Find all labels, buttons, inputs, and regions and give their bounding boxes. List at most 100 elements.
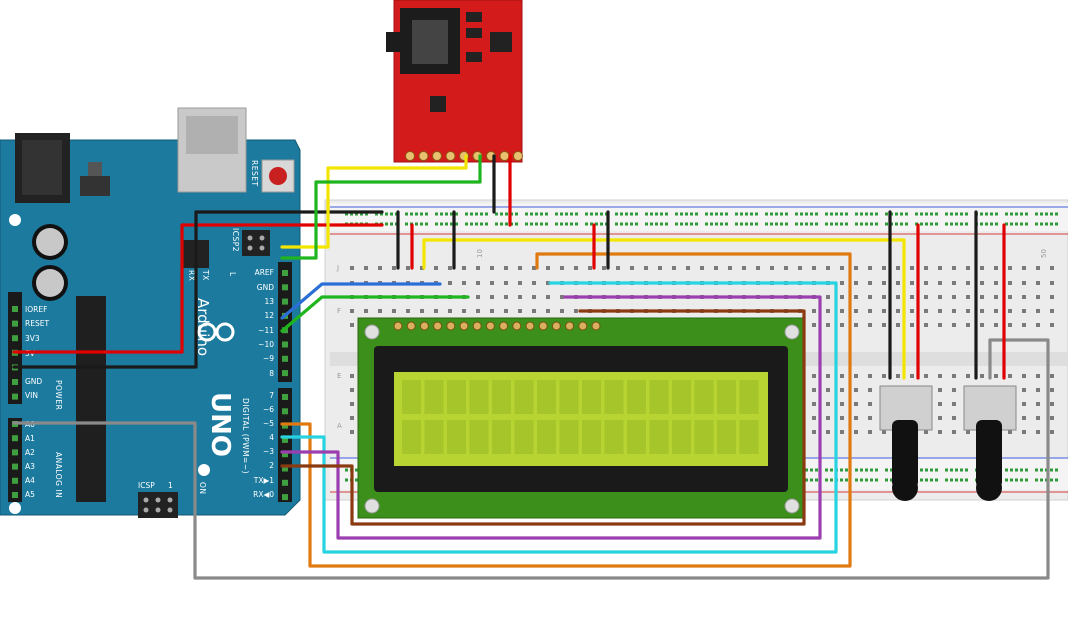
uno-model-text: UNO [205, 392, 235, 457]
breadboard-rail-hole [715, 222, 718, 226]
reset-button[interactable] [261, 159, 295, 193]
breadboard-rail-hole [410, 212, 413, 216]
breadboard-hole [952, 266, 956, 270]
breadboard-rail-hole [915, 212, 918, 216]
breadboard-rail-hole [930, 478, 933, 482]
breadboard-hole [868, 309, 872, 313]
breadboard-hole [840, 295, 844, 299]
breadboard-rail-hole [980, 222, 983, 226]
breadboard-hole [966, 374, 970, 378]
breadboard-rail-hole [870, 212, 873, 216]
breadboard-rail-hole [930, 222, 933, 226]
breadboard-rail-hole [485, 222, 488, 226]
breadboard-rail-hole [830, 468, 833, 472]
breadboard-hole [1008, 309, 1012, 313]
breadboard-hole [882, 266, 886, 270]
breadboard-rail-hole [780, 212, 783, 216]
pin-label-13: 13 [264, 297, 274, 306]
breadboard-hole [1036, 430, 1040, 434]
potentiometer-1[interactable] [879, 385, 933, 501]
breadboard-hole [812, 416, 816, 420]
breadboard-rail-hole [840, 222, 843, 226]
breadboard-rail-hole [945, 222, 948, 226]
wire-green [280, 295, 470, 333]
lcd-pin [578, 321, 588, 331]
pin-label-ioref: IOREF [25, 305, 47, 314]
breadboard-hole [518, 266, 522, 270]
breadboard-hole [1008, 266, 1012, 270]
breadboard-hole [1008, 374, 1012, 378]
breadboard-rail-hole [385, 222, 388, 226]
breadboard-hole [924, 430, 928, 434]
breadboard-rail-hole [935, 222, 938, 226]
breadboard-rail-hole [770, 212, 773, 216]
potentiometer-2[interactable] [963, 385, 1017, 501]
breadboard-rail-hole [825, 468, 828, 472]
breadboard-hole [882, 374, 886, 378]
pin-label-9: ~9 [263, 354, 274, 363]
breadboard-rail-hole [860, 212, 863, 216]
breadboard-hole [896, 374, 900, 378]
breadboard-hole [1050, 416, 1054, 420]
breadboard-hole [952, 374, 956, 378]
tx-label: TX [201, 269, 210, 281]
breadboard-rail-hole [920, 478, 923, 482]
breadboard-hole [966, 266, 970, 270]
breadboard-hole [812, 402, 816, 406]
header-pin [282, 270, 288, 276]
breadboard-rail-hole [495, 222, 498, 226]
breadboard-hole [896, 295, 900, 299]
breadboard-rail-hole [875, 222, 878, 226]
breadboard-rail-hole [810, 468, 813, 472]
breadboard-hole [574, 266, 578, 270]
breadboard-rail-hole [1015, 478, 1018, 482]
breadboard-rail-hole [845, 468, 848, 472]
breadboard-rail-hole [540, 222, 543, 226]
breadboard-hole [938, 295, 942, 299]
breadboard-rail-hole [905, 222, 908, 226]
breadboard-rail-hole [985, 222, 988, 226]
breadboard-rail-hole [900, 222, 903, 226]
lcd-pin [565, 321, 575, 331]
breadboard-hole [1036, 266, 1040, 270]
breadboard-rail-hole [995, 222, 998, 226]
breadboard-rail-hole [865, 222, 868, 226]
breadboard-hole [476, 266, 480, 270]
header-pin [12, 492, 18, 498]
breadboard-hole [910, 309, 914, 313]
breadboard-rail-hole [755, 222, 758, 226]
breadboard-rail-hole [935, 478, 938, 482]
lcd-character-cell [694, 420, 714, 454]
breadboard-rail-hole [1040, 212, 1043, 216]
breadboard-rail-hole [355, 212, 358, 216]
breadboard-hole [560, 295, 564, 299]
breadboard-hole [840, 402, 844, 406]
breadboard-rail-hole [735, 222, 738, 226]
breadboard-rail-hole [495, 212, 498, 216]
breadboard-hole [840, 388, 844, 392]
breadboard-rail-hole [810, 222, 813, 226]
header-pin [282, 465, 288, 472]
header-pin [282, 370, 288, 377]
breadboard-rail-hole [1040, 468, 1043, 472]
breadboard-rail-hole [875, 478, 878, 482]
breadboard-rail-hole [675, 222, 678, 226]
breadboard-rail-hole [425, 212, 428, 216]
breadboard-rail-hole [835, 212, 838, 216]
header-pin [282, 341, 288, 348]
breadboard-rail-hole [345, 468, 348, 472]
breadboard-rail-hole [960, 212, 963, 216]
breadboard-rail-hole [390, 222, 393, 226]
breadboard-hole [910, 374, 914, 378]
breadboard-rail-hole [710, 212, 713, 216]
breadboard-rail-hole [815, 222, 818, 226]
header-pin [12, 393, 18, 400]
breadboard-hole [350, 430, 354, 434]
led-l-label: L [228, 272, 237, 277]
breadboard-rail-hole [1050, 222, 1053, 226]
breadboard-hole [1050, 266, 1054, 270]
breadboard-hole [1022, 309, 1026, 313]
breadboard-rail-hole [515, 222, 518, 226]
lcd-character-cell [739, 420, 759, 454]
breadboard-hole [812, 266, 816, 270]
